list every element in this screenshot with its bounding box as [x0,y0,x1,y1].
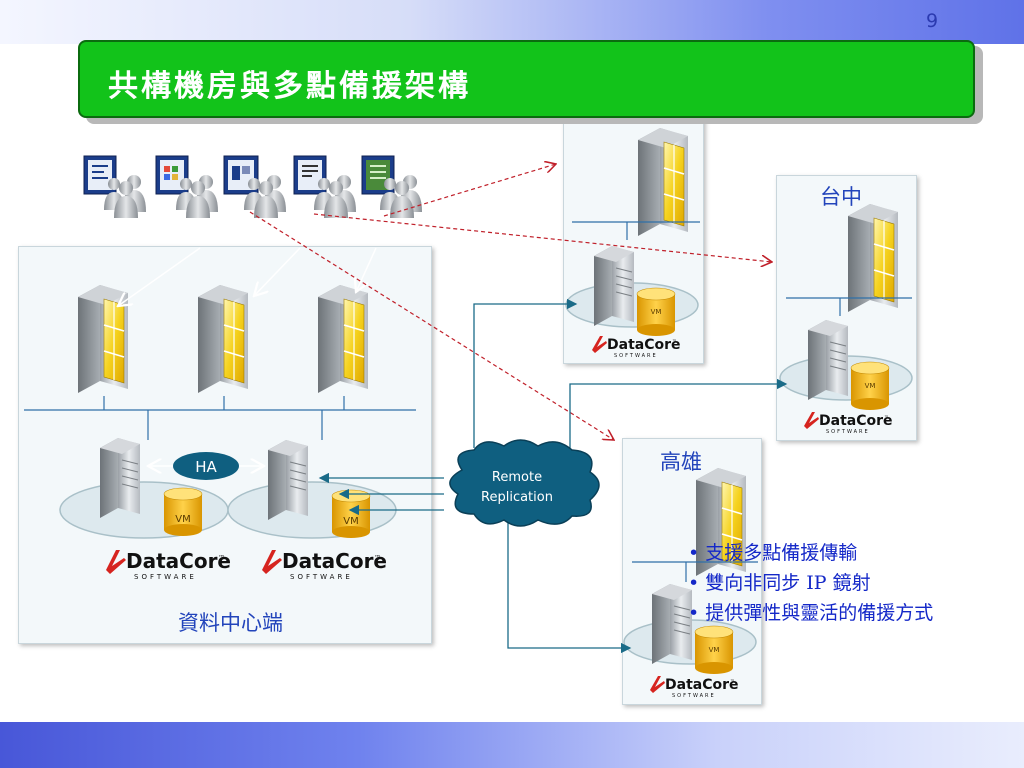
datacore-logo-dc2: DataCore ™ SOFTWARE [262,549,387,581]
bullet-item: 支援多點備援傳輸 [688,538,933,568]
svg-text:™: ™ [672,339,677,345]
svg-text:Replication: Replication [481,490,553,505]
top-banner [0,0,1024,44]
client-group-1 [83,155,146,218]
ha-badge [173,452,239,480]
datacore-logo-kaohsiung: DataCore ™ SOFTWARE [650,676,739,699]
svg-text:DataCore: DataCore [126,549,231,573]
svg-text:VM: VM [175,514,190,525]
svg-text:SOFTWARE: SOFTWARE [134,573,197,581]
svg-text:DataCore: DataCore [819,413,893,429]
svg-text:HA: HA [195,458,217,476]
dc-rack-server-3 [317,284,369,394]
slide-number: 9 [926,10,939,32]
datacore-logo-taipei: DataCore ™ SOFTWARE [592,336,681,359]
svg-text:SOFTWARE: SOFTWARE [614,353,658,359]
dc-vm-disk-2 [331,489,371,539]
svg-text:Remote: Remote [492,470,542,485]
svg-text:DataCore: DataCore [665,677,739,693]
taipei-site: VM [565,127,700,337]
svg-text:™: ™ [884,415,889,421]
taichung-tower-server [807,319,849,401]
svg-text:™: ™ [374,554,381,562]
slide-title: 共構機房與多點備援架構 [108,69,471,104]
datacenter-label: 資料中心端 [178,611,283,635]
datacore-logo-dc1: DataCore ™ SOFTWARE [106,549,231,581]
dc-rack-server-1 [77,284,129,394]
client-access-lines [249,164,772,440]
svg-text:™: ™ [730,679,735,685]
taipei-rack-server [637,127,689,237]
bullet-item: 提供彈性與靈活的備援方式 [688,598,933,628]
kaohsiung-tower-server [651,583,693,665]
dc-vm-disk-1 [163,487,203,537]
kaohsiung-site: VM [623,467,758,675]
svg-text:DataCore: DataCore [282,549,387,573]
replication-links [318,298,788,654]
svg-text:VM: VM [709,646,720,654]
client-groups [83,155,422,218]
client-group-2 [155,155,218,218]
feature-bullets: 支援多點備援傳輸 雙向非同步 IP 鏡射 提供彈性與靈活的備援方式 [688,538,933,628]
kaohsiung-label: 高雄 [660,450,702,474]
dc-tower-server-2 [267,439,309,521]
svg-text:SOFTWARE: SOFTWARE [290,573,353,581]
svg-text:VM: VM [651,308,662,316]
dc-tower-server-1 [99,437,141,519]
taichung-rack-server [847,203,899,313]
svg-text:VM: VM [343,516,358,527]
bottom-banner [0,722,1024,768]
taichung-label: 台中 [820,185,862,209]
remote-replication-cloud: Remote Replication [449,439,600,527]
client-group-3 [223,155,286,218]
svg-text:SOFTWARE: SOFTWARE [826,429,870,435]
taipei-tower-server [593,245,635,327]
bullet-item: 雙向非同步 IP 鏡射 [688,568,933,598]
client-group-5 [361,155,422,218]
datacenter-site: VM VM HA [24,284,416,539]
client-group-4 [293,155,356,218]
datacore-logo-taichung: DataCore ™ SOFTWARE [804,412,893,435]
svg-text:VM: VM [865,382,876,390]
taichung-site: VM [779,203,913,411]
dc-rack-server-2 [197,284,249,394]
svg-text:SOFTWARE: SOFTWARE [672,693,716,699]
svg-text:™: ™ [218,554,225,562]
title-banner: 共構機房與多點備援架構 [78,40,975,118]
svg-text:DataCore: DataCore [607,337,681,353]
